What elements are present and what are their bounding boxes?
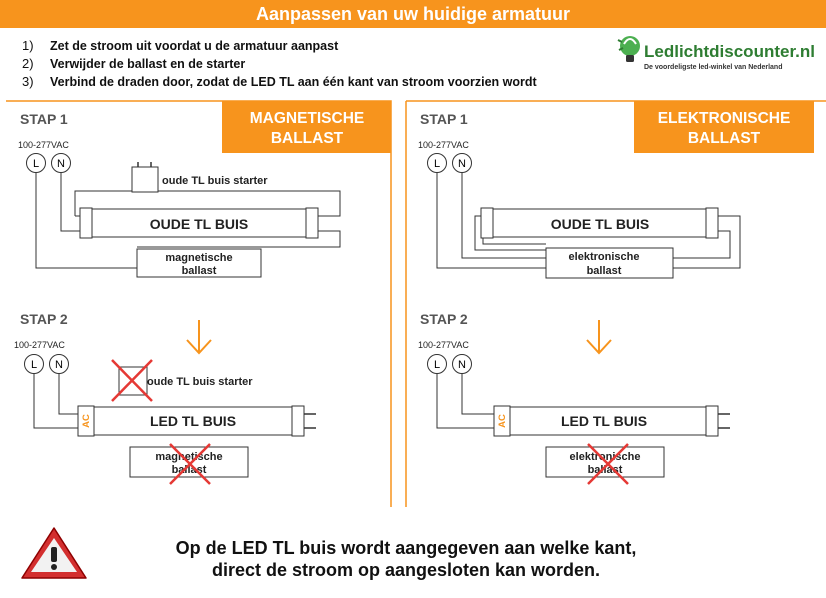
magnetic-voltage-1: 100-277VAC (18, 140, 69, 150)
magnetic-title-box (222, 101, 391, 153)
electronic-terminal-n-label-1: N (458, 158, 466, 170)
electronic-terminal-l-label-2: L (434, 359, 440, 371)
electronic-voltage-2: 100-277VAC (418, 340, 469, 350)
logo-brand: Ledlichtdiscounter.nl (644, 42, 815, 61)
magnetic-title-line1: MAGNETISCHE (250, 110, 365, 127)
electronic-ballast-2-line1: elektronische (570, 451, 641, 463)
magnetic-led-tube-label: LED TL BUIS (150, 413, 236, 429)
electronic-stap2-label: STAP 2 (420, 311, 468, 327)
footer-line-2: direct de stroom op aangesloten kan word… (212, 560, 600, 580)
electronic-terminal-n-label-2: N (458, 359, 466, 371)
magnetic-voltage-2: 100-277VAC (14, 340, 65, 350)
electronic-old-tube (492, 208, 707, 238)
magnetic-old-tube (91, 208, 307, 238)
electronic-title-box (634, 101, 814, 153)
step-3-text: Verbind de draden door, zodat de LED TL … (50, 75, 537, 89)
magnetic-title-line2: BALLAST (271, 130, 344, 147)
steps-list: 1) Zet de stroom uit voordat u de armatu… (22, 38, 537, 89)
magnetic-ballast-remove-icon (169, 443, 211, 485)
step-2-number: 2) (22, 56, 34, 71)
magnetic-stap2-label: STAP 2 (20, 311, 68, 327)
electronic-terminal-l-label-1: L (434, 158, 440, 170)
electronic-wires-2 (436, 373, 494, 429)
step-3-number: 3) (22, 74, 34, 89)
magnetic-old-tube-label: OUDE TL BUIS (150, 216, 249, 232)
electronic-led-tube-label: LED TL BUIS (561, 413, 647, 429)
magnetic-starter-1 (131, 166, 159, 193)
magnetic-starter-label-2: oude TL buis starter (147, 376, 253, 388)
magnetic-wires-2 (33, 373, 78, 429)
magnetic-terminal-l-label-2: L (31, 359, 37, 371)
step-1-number: 1) (22, 38, 34, 53)
panel-borders (6, 100, 826, 507)
magnetic-ballast-1 (136, 248, 262, 278)
magnetic-led-tube (93, 406, 293, 436)
electronic-voltage-1: 100-277VAC (418, 140, 469, 150)
magnetic-terminal-l-label-1: L (33, 158, 39, 170)
magnetic-starter-remove-icon (111, 359, 153, 402)
electronic-down-arrow-icon (586, 320, 612, 355)
header-bar (0, 0, 826, 28)
electronic-title-line2: BALLAST (688, 130, 761, 147)
electronic-ballast-1 (545, 247, 674, 279)
magnetic-ballast-1-line2: ballast (182, 265, 217, 277)
lightbulb-icon (617, 36, 640, 62)
electronic-ballast-1-line2: ballast (587, 265, 622, 277)
magnetic-ballast-2-line1: magnetische (155, 451, 222, 463)
magnetic-starter-label-1: oude TL buis starter (162, 175, 268, 187)
magnetic-down-arrow-icon (186, 320, 212, 355)
panel-electronic: ELEKTRONISCHE BALLAST STAP 1 100-277VAC … (418, 101, 814, 485)
logo: Ledlichtdiscounter.nl De voordeligste le… (617, 36, 815, 71)
warning-icon (21, 527, 87, 579)
electronic-old-tube-label: OUDE TL BUIS (551, 216, 650, 232)
magnetic-ac-label: AC (81, 414, 92, 428)
electronic-ballast-1-line1: elektronische (569, 251, 640, 263)
electronic-stap1-label: STAP 1 (420, 111, 468, 127)
magnetic-stap1-label: STAP 1 (20, 111, 68, 127)
step-1-text: Zet de stroom uit voordat u de armatuur … (50, 39, 339, 53)
magnetic-terminal-n-label-2: N (55, 359, 63, 371)
logo-tagline: De voordeligste led-winkel van Nederland (644, 64, 782, 71)
step-2-text: Verwijder de ballast en de starter (50, 57, 245, 71)
electronic-ballast-2-line2: ballast (588, 464, 623, 476)
electronic-led-tube (509, 406, 707, 436)
panel-magnetic: MAGNETISCHE BALLAST STAP 1 100-277VAC L … (14, 101, 391, 485)
magnetic-ballast-1-line1: magnetische (165, 252, 232, 264)
electronic-ac-label: AC (497, 414, 508, 428)
page-title: Aanpassen van uw huidige armatuur (256, 4, 570, 24)
magnetic-terminal-n-label-1: N (57, 158, 65, 170)
electronic-ballast-remove-icon (587, 443, 629, 485)
electronic-title-line1: ELEKTRONISCHE (658, 110, 791, 127)
footer-line-1: Op de LED TL buis wordt aangegeven aan w… (176, 538, 637, 558)
